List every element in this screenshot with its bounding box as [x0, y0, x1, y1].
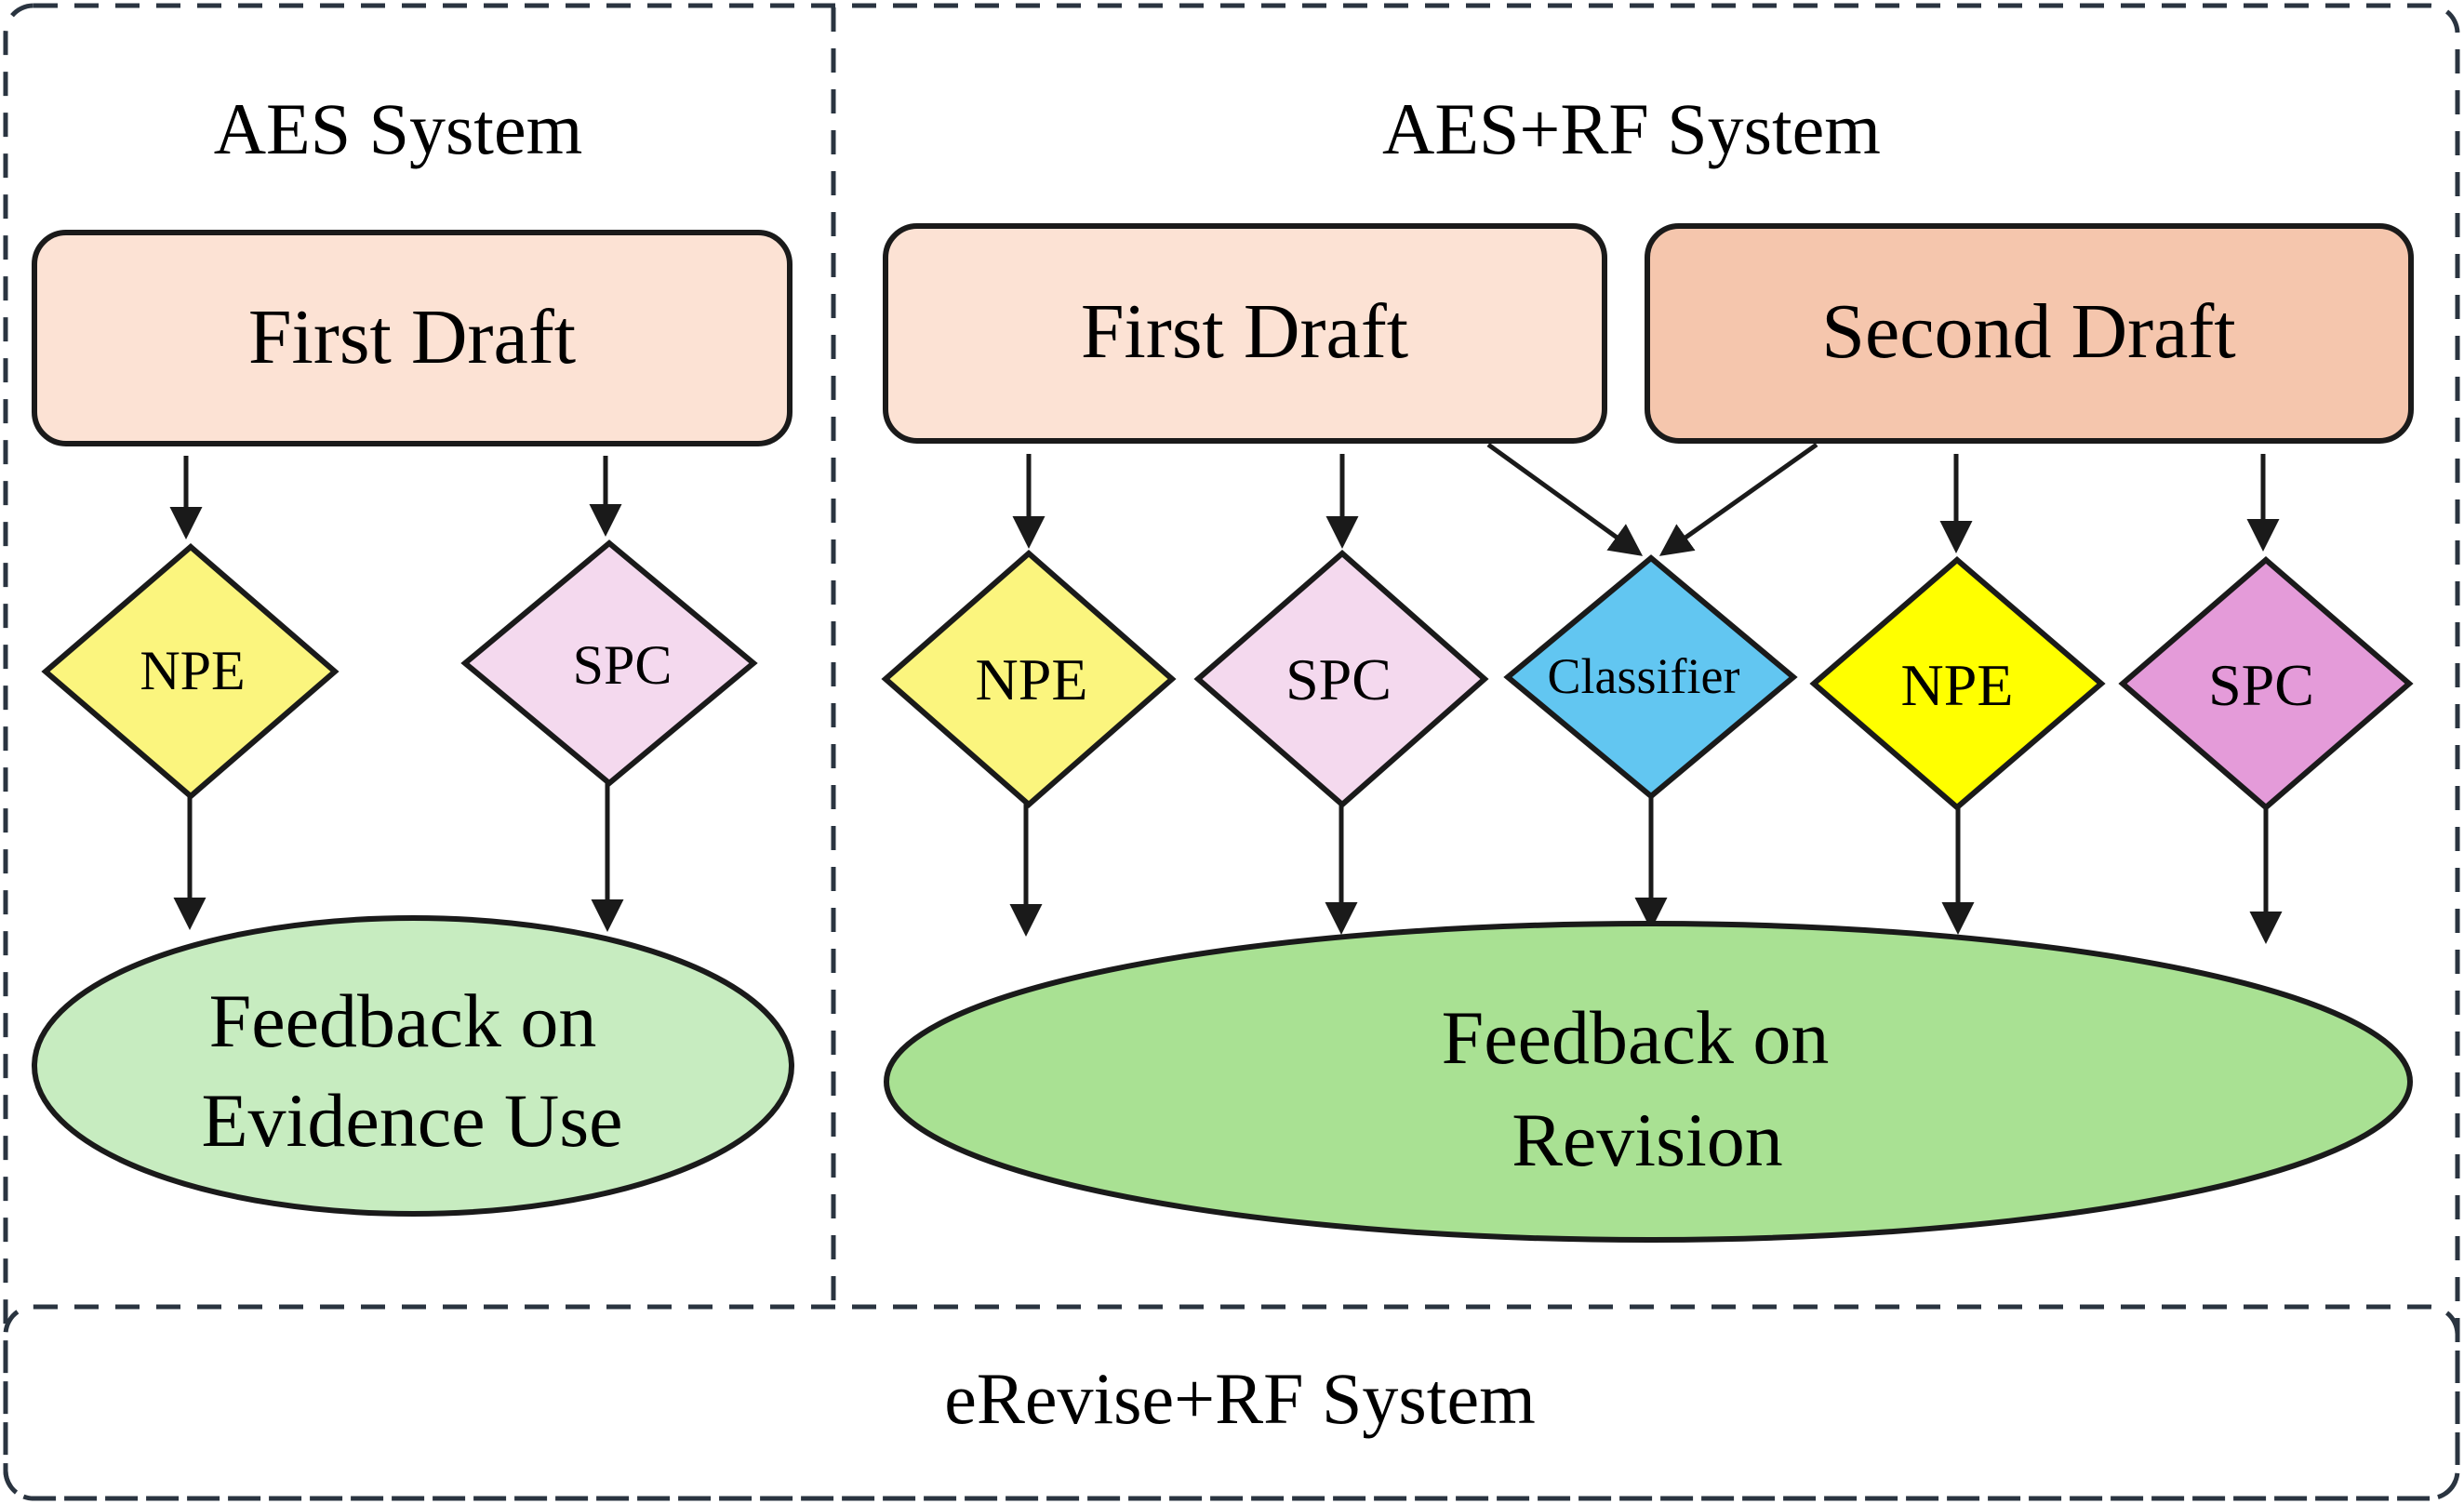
erevise-rf-system-title: eRevise+RF System [944, 1358, 1536, 1439]
aes-rf-spc-second-label: SPC [2208, 652, 2314, 718]
aes-npe-label: NPE [140, 640, 245, 701]
aes-first-draft-label: First Draft [248, 294, 576, 380]
arrow-second-draft-to-classifier [1658, 442, 1818, 556]
aes-rf-npe-second-diamond [1809, 556, 2106, 811]
aes-spc-label: SPC [573, 634, 673, 696]
aes-npe-diamond [41, 543, 340, 800]
arrow-first-draft-to-classifier [1486, 442, 1644, 556]
aes-feedback-ellipse [32, 915, 794, 1217]
aes-rf-second-draft-label: Second Draft [1821, 288, 2236, 375]
aes-rf-classifier-label: Classifier [1548, 648, 1740, 704]
aes-rf-spc-first-label: SPC [1285, 646, 1392, 712]
aes-rf-spc-first-diamond [1193, 550, 1489, 808]
aes-rf-npe-first-label: NPE [976, 646, 1088, 712]
aes-spc-diamond [460, 539, 758, 787]
aes-rf-feedback-line2: Revision [1512, 1098, 1783, 1182]
aes-panel: AES System First Draft NPE SPC Feedback … [32, 88, 794, 1217]
aes-rf-feedback-line1: Feedback on [1442, 995, 1830, 1080]
aes-rf-npe-first-diamond [881, 550, 1177, 808]
aes-arrows [169, 456, 624, 932]
aes-rf-first-draft-box [883, 223, 1607, 444]
aes-rf-feedback-ellipse [884, 921, 2413, 1243]
aes-rf-system-title: AES+RF System [1382, 88, 1881, 169]
aes-rf-spc-second-diamond [2118, 556, 2414, 811]
erevise-dashed-box [3, 1304, 2460, 1501]
aes-feedback-line2: Evidence Use [201, 1078, 622, 1163]
aes-rf-second-draft-box [1645, 223, 2414, 444]
aes-rf-npe-second-label: NPE [1901, 652, 2014, 718]
aes-system-title: AES System [214, 88, 583, 169]
aes-first-draft-box [32, 230, 792, 446]
aes-feedback-line1: Feedback on [209, 978, 597, 1063]
aes-rf-first-draft-label: First Draft [1081, 288, 1408, 375]
container-boxes [3, 3, 2460, 1501]
aes-rf-arrows [1009, 442, 2283, 944]
aes-rf-classifier-diamond [1503, 554, 1798, 800]
aes-rf-panel: AES+RF System First Draft Second Draft N… [881, 88, 2414, 1243]
